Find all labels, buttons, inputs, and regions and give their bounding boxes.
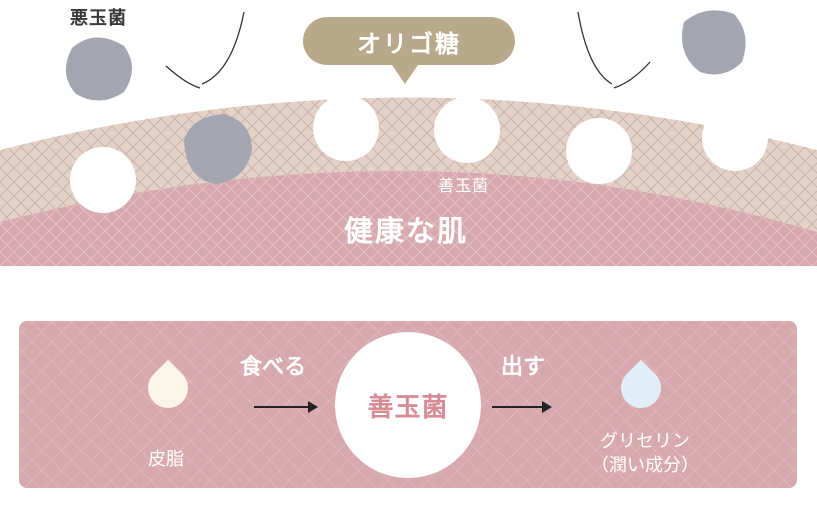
bad-bacteria-blob <box>682 10 746 75</box>
output-arrow-icon <box>492 401 552 413</box>
bad-bacteria-arrow-right <box>577 11 613 85</box>
good-bacteria-circle <box>70 147 136 213</box>
eat-label: 食べる <box>240 355 307 380</box>
glycerin-label-line2: （潤い成分） <box>591 455 699 476</box>
bad-bacteria-label: 悪玉菌 <box>70 8 127 29</box>
skin-surface-diagram <box>0 10 817 266</box>
oligo-bubble-pointer <box>390 62 420 84</box>
good-bacteria-circle <box>313 95 379 161</box>
bad-bacteria-arrow-right-head <box>613 61 651 89</box>
bad-bacteria-arrow-left <box>201 11 245 85</box>
output-label: 出す <box>501 355 546 380</box>
sebum-label: 皮脂 <box>148 449 184 470</box>
good-bacteria-circle <box>702 105 768 171</box>
oligo-label: オリゴ糖 <box>357 29 461 58</box>
glycerin-label-line1: グリセリン <box>600 431 690 452</box>
oligo-bubble: オリゴ糖 <box>303 17 515 65</box>
good-bacteria-circle-large: 善玉菌 <box>335 332 481 478</box>
bad-bacteria-arrow-left-head <box>165 65 201 89</box>
good-bacteria-center-label: 善玉菌 <box>367 392 449 423</box>
bad-bacteria-blob <box>184 114 252 184</box>
good-bacteria-circle <box>434 97 500 163</box>
bad-bacteria-blob <box>65 37 132 101</box>
eat-arrow-icon <box>254 401 318 413</box>
glycerin-label: グリセリン （潤い成分） <box>560 430 730 478</box>
skin-layer <box>0 170 817 266</box>
good-bacteria-circle <box>566 118 632 184</box>
good-bacteria-label: 善玉菌 <box>438 176 490 195</box>
healthy-skin-label: 健康な肌 <box>344 214 469 248</box>
